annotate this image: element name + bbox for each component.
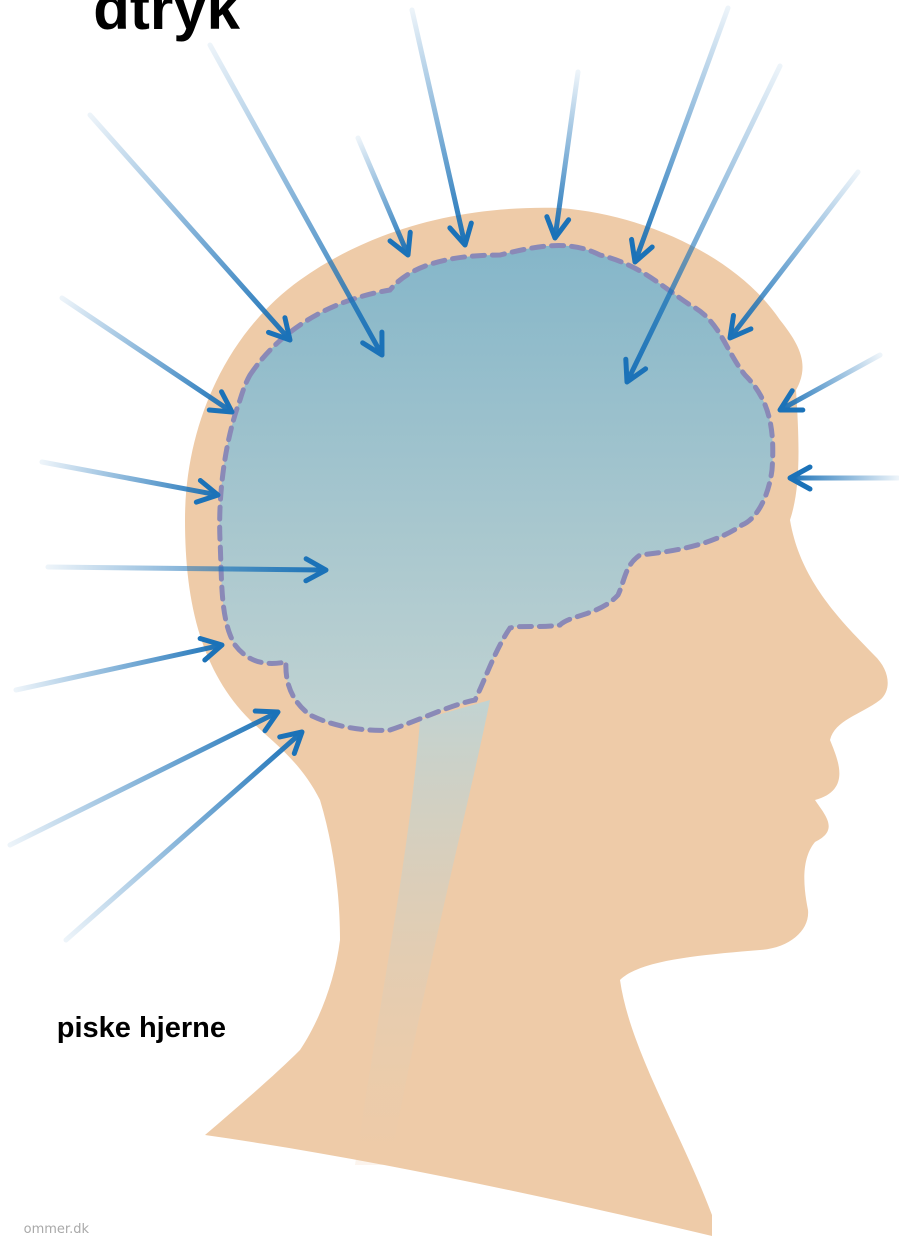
arrow-icon (632, 8, 728, 262)
arrow-icon (66, 732, 302, 940)
arrow-icon (62, 298, 232, 412)
caption: piske hjerne (0, 1012, 226, 1045)
arrow-icon (730, 172, 858, 338)
arrow-icon (16, 639, 222, 690)
arrow-icon (412, 10, 471, 245)
arrow-icon (10, 711, 278, 845)
arrow-icon (790, 467, 898, 489)
arrow-icon (90, 115, 290, 340)
title: dtryk (0, 0, 240, 43)
credit: ommer.dk (0, 1222, 89, 1237)
